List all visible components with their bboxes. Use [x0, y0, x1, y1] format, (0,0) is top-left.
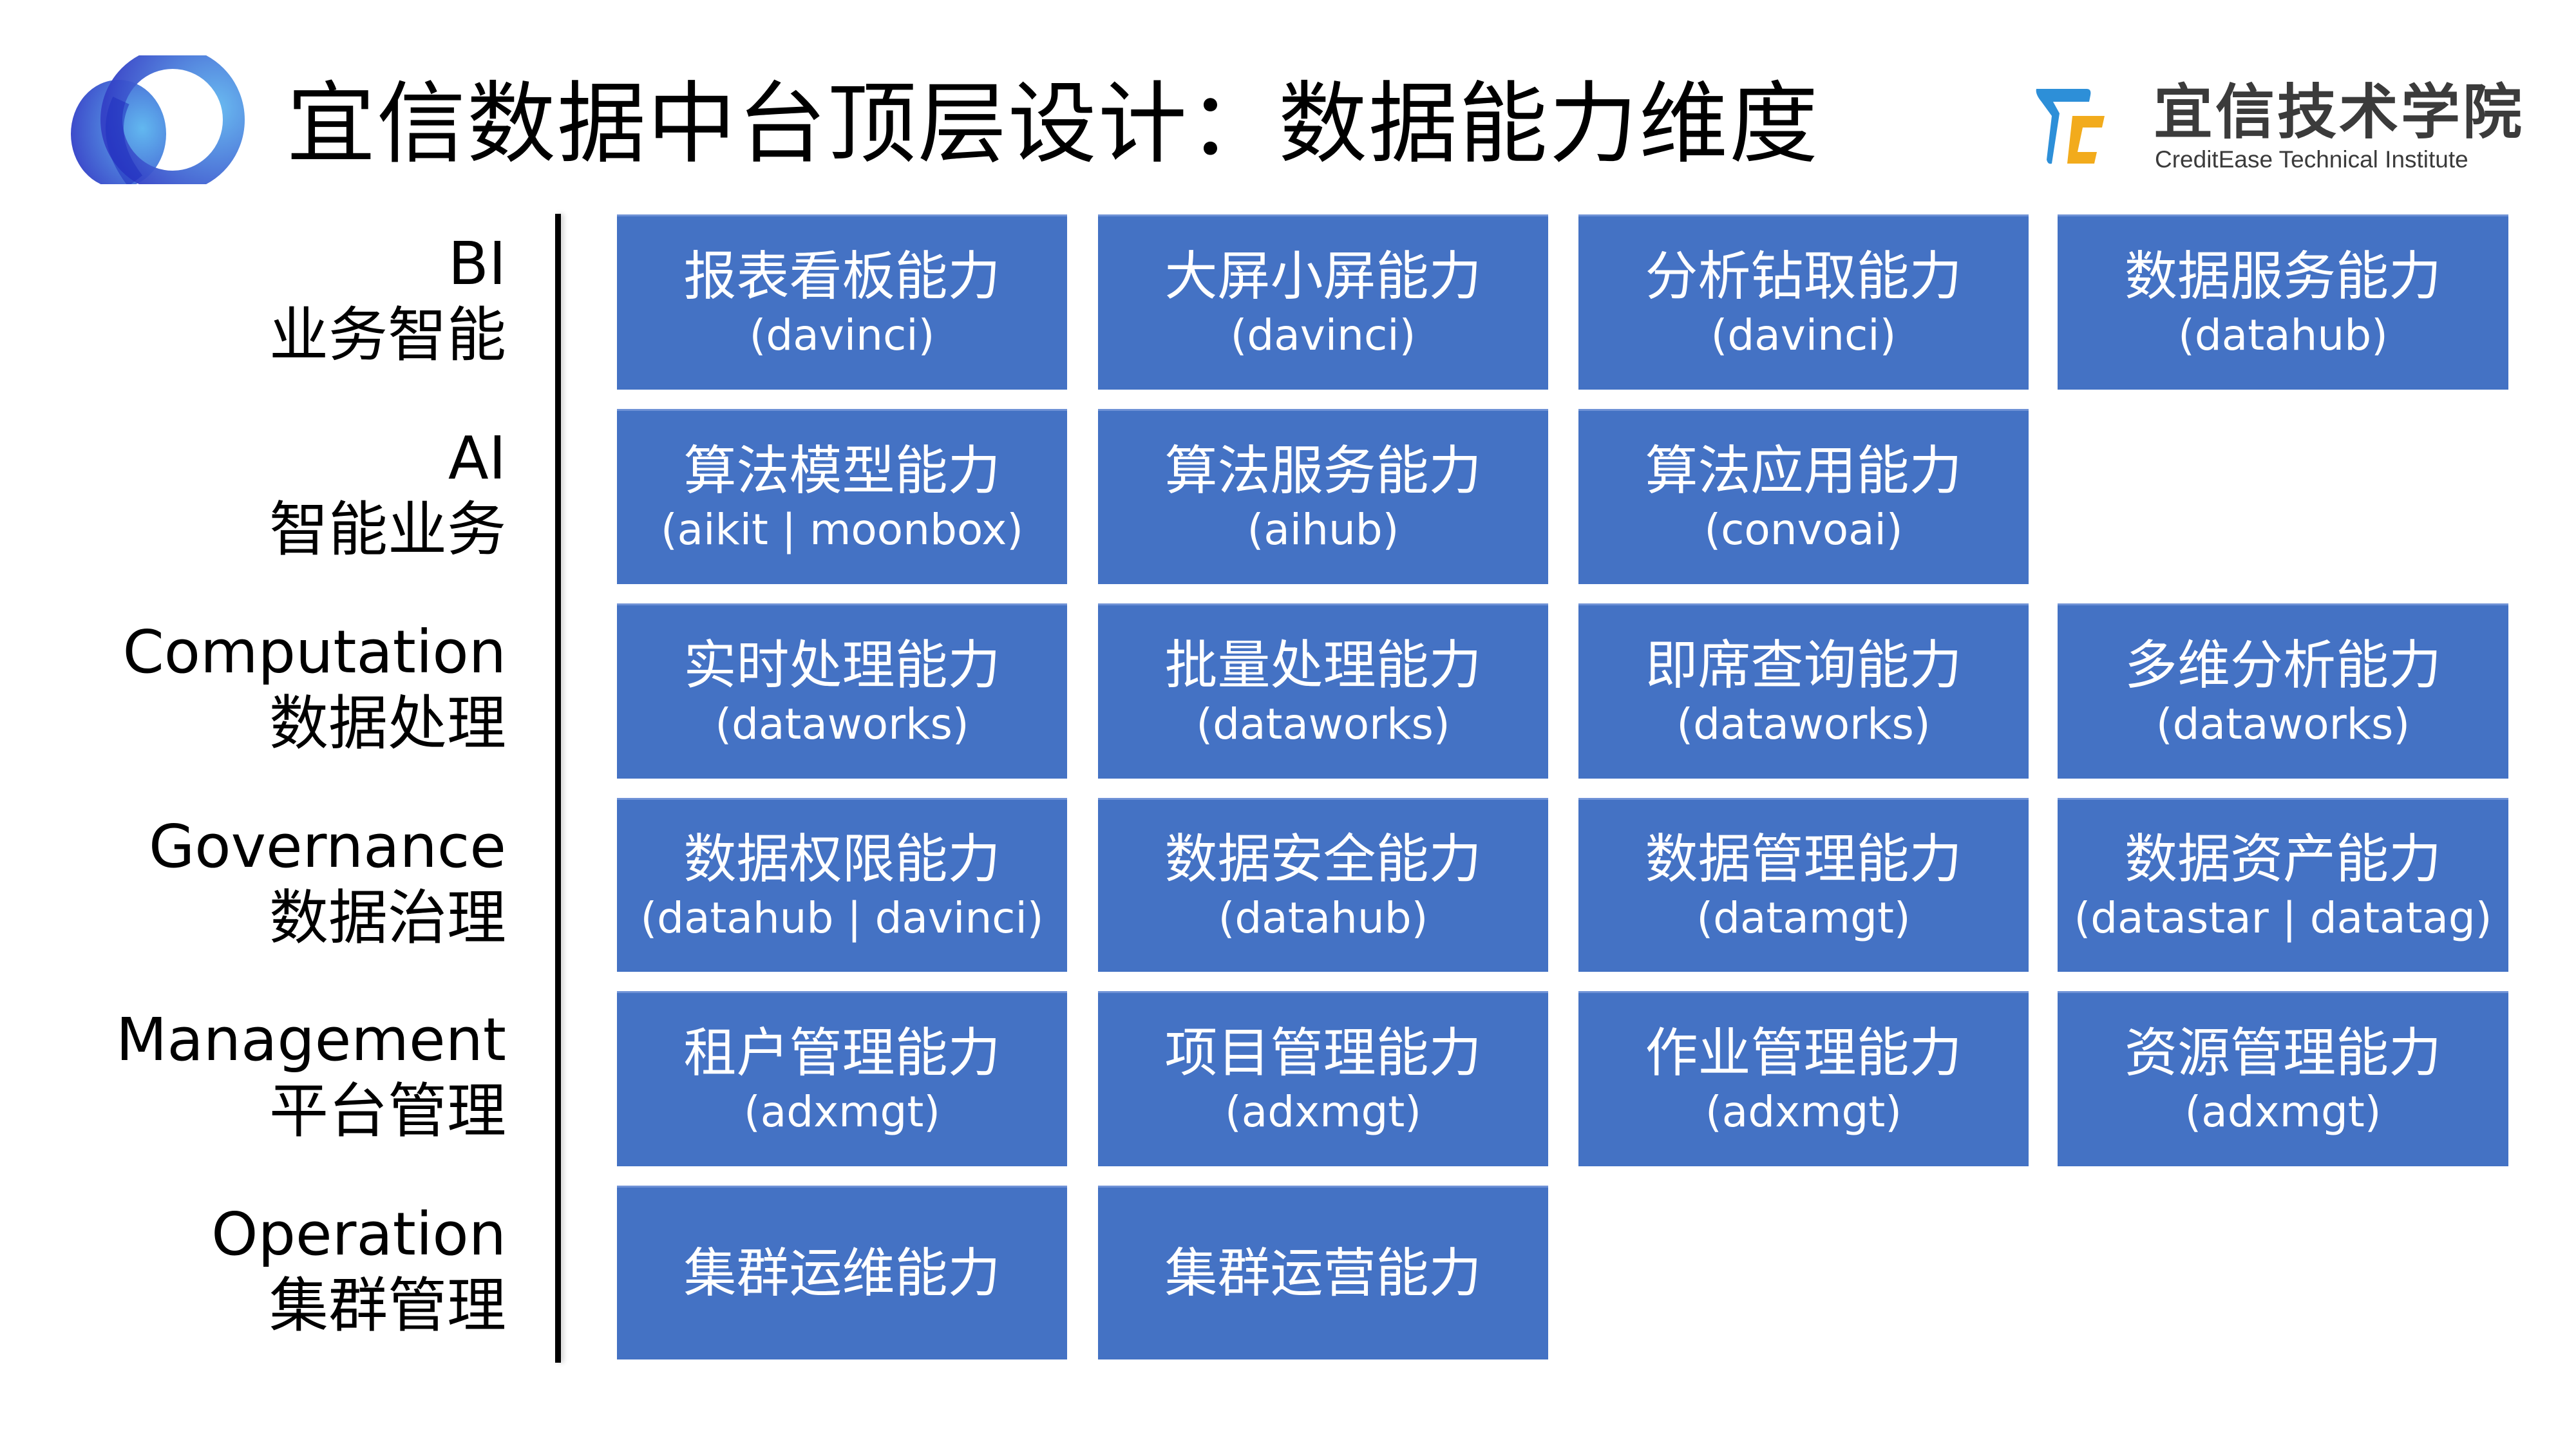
dimension-label-management: Management 平台管理 [55, 1005, 506, 1148]
card-title: 租户管理能力 [683, 1022, 1001, 1084]
capability-card: 数据资产能力 (datastar | datatag) [2058, 798, 2508, 972]
dimension-cn: 智能业务 [269, 495, 506, 564]
capability-card: 批量处理能力 (dataworks) [1098, 603, 1548, 779]
card-subtitle: (dataworks) [1676, 699, 1931, 749]
capability-card: 算法应用能力 (convoai) [1578, 409, 2029, 584]
dimension-en: BI [448, 229, 506, 298]
tc-brand-mark-icon [2036, 89, 2105, 164]
dimension-en: Computation [122, 618, 506, 687]
dimension-cn: 业务智能 [269, 301, 506, 370]
capability-card: 数据权限能力 (datahub | davinci) [617, 798, 1067, 972]
card-title: 算法模型能力 [683, 440, 1001, 502]
card-subtitle: (datahub) [1218, 893, 1428, 943]
card-title: 数据服务能力 [2124, 245, 2441, 307]
card-subtitle: (datahub) [2178, 310, 2388, 360]
card-title: 数据安全能力 [1164, 828, 1482, 890]
dimension-cn: 数据处理 [269, 689, 506, 758]
capability-card: 实时处理能力 (dataworks) [617, 603, 1067, 779]
card-title: 数据管理能力 [1645, 828, 1962, 890]
vertical-divider [555, 214, 561, 1363]
dimension-label-computation: Computation 数据处理 [55, 617, 506, 760]
capability-card: 作业管理能力 (adxmgt) [1578, 991, 2029, 1166]
card-title: 集群运维能力 [683, 1242, 1001, 1304]
card-title: 报表看板能力 [683, 245, 1001, 307]
capability-card: 算法模型能力 (aikit | moonbox) [617, 409, 1067, 584]
capability-card: 资源管理能力 (adxmgt) [2058, 991, 2508, 1166]
capability-card: 大屏小屏能力 (davinci) [1098, 214, 1548, 390]
card-subtitle: (davinci) [1710, 310, 1897, 360]
capability-card: 多维分析能力 (dataworks) [2058, 603, 2508, 779]
card-title: 多维分析能力 [2124, 634, 2441, 696]
dimension-en: Management [115, 1005, 506, 1074]
card-subtitle: (aikit | moonbox) [660, 504, 1024, 554]
card-title: 实时处理能力 [683, 634, 1001, 696]
dimension-cn: 平台管理 [269, 1077, 506, 1146]
capability-card: 集群运维能力 [617, 1186, 1067, 1359]
card-subtitle: (adxmgt) [1705, 1086, 1902, 1137]
dimension-en: Operation [211, 1200, 506, 1269]
dimension-label-operation: Operation 集群管理 [55, 1199, 506, 1342]
capability-card: 即席查询能力 (dataworks) [1578, 603, 2029, 779]
dimension-cn: 集群管理 [269, 1271, 506, 1340]
card-subtitle: (datahub | davinci) [640, 893, 1044, 943]
brand-name-en: CreditEase Technical Institute [2155, 146, 2468, 173]
dimension-label-governance: Governance 数据治理 [55, 811, 506, 954]
card-subtitle: (adxmgt) [2184, 1086, 2382, 1137]
brand-logo: 宜信技术学院 CreditEase Technical Institute [2035, 78, 2524, 173]
card-title: 即席查询能力 [1645, 634, 1962, 696]
capability-card: 数据安全能力 (datahub) [1098, 798, 1548, 972]
capability-card: 租户管理能力 (adxmgt) [617, 991, 1067, 1166]
dimension-cn: 数据治理 [269, 884, 506, 952]
card-subtitle: (convoai) [1704, 504, 1903, 554]
card-subtitle: (dataworks) [2155, 699, 2410, 749]
card-title: 分析钻取能力 [1645, 245, 1962, 307]
card-subtitle: (datamgt) [1696, 893, 1911, 943]
card-subtitle: (adxmgt) [1225, 1086, 1421, 1137]
card-title: 算法应用能力 [1645, 440, 1962, 502]
capability-card: 数据服务能力 (datahub) [2058, 214, 2508, 390]
card-title: 批量处理能力 [1164, 634, 1482, 696]
dimension-label-bi: BI 业务智能 [55, 229, 506, 372]
card-title: 项目管理能力 [1164, 1022, 1482, 1084]
card-subtitle: (dataworks) [1196, 699, 1450, 749]
card-subtitle: (davinci) [749, 310, 935, 360]
capability-card: 项目管理能力 (adxmgt) [1098, 991, 1548, 1166]
capability-card: 数据管理能力 (datamgt) [1578, 798, 2029, 972]
card-title: 算法服务能力 [1164, 440, 1482, 502]
dimension-en: AI [448, 424, 506, 493]
page-title: 宜信数据中台顶层设计：数据能力维度 [287, 72, 1820, 176]
card-subtitle: (datastar | datatag) [2074, 893, 2492, 943]
capability-card: 报表看板能力 (davinci) [617, 214, 1067, 390]
card-title: 大屏小屏能力 [1164, 245, 1482, 307]
card-subtitle: (adxmgt) [744, 1086, 940, 1137]
overlapping-rings-logo-icon [64, 47, 245, 193]
card-title: 资源管理能力 [2124, 1022, 2441, 1084]
capability-card: 集群运营能力 [1098, 1186, 1548, 1359]
card-title: 数据资产能力 [2124, 828, 2441, 890]
card-title: 集群运营能力 [1164, 1242, 1482, 1304]
card-subtitle: (aihub) [1247, 504, 1399, 554]
card-subtitle: (davinci) [1230, 310, 1416, 360]
dimension-label-ai: AI 智能业务 [55, 423, 506, 566]
capability-card: 算法服务能力 (aihub) [1098, 409, 1548, 584]
card-title: 作业管理能力 [1645, 1022, 1962, 1084]
capability-card: 分析钻取能力 (davinci) [1578, 214, 2029, 390]
dimension-en: Governance [148, 812, 506, 881]
brand-name-cn: 宜信技术学院 [2154, 78, 2525, 147]
card-subtitle: (dataworks) [715, 699, 969, 749]
card-title: 数据权限能力 [683, 828, 1001, 890]
